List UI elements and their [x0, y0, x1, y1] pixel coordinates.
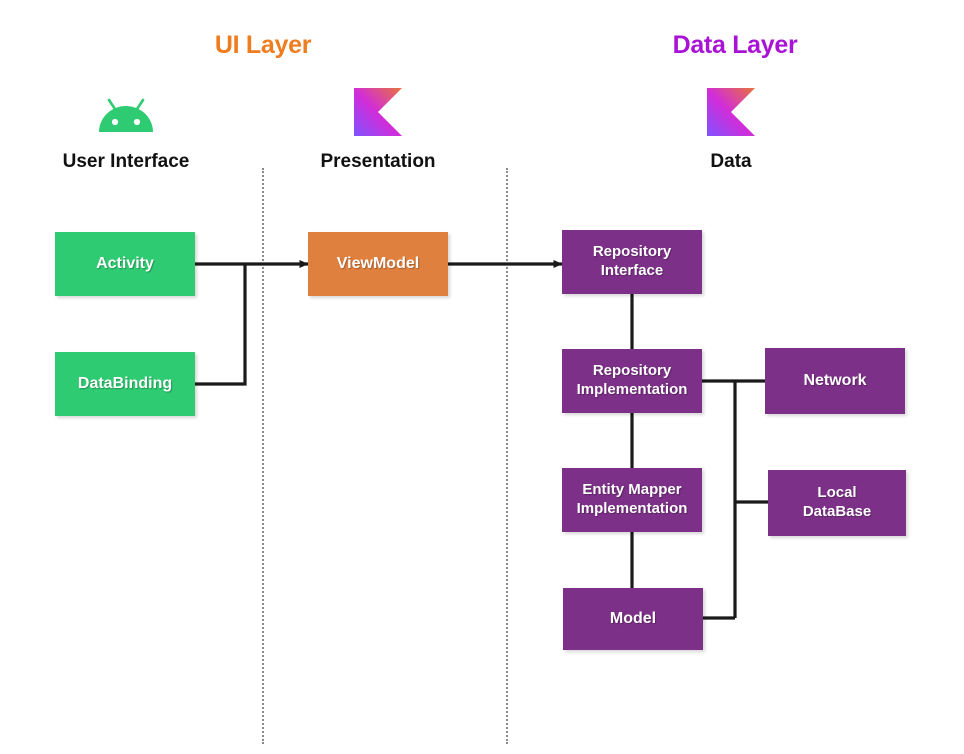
android-icon — [95, 92, 157, 134]
node-activity-label: Activity — [96, 255, 154, 272]
kotlin-icon — [707, 88, 755, 136]
column-label-data: Data — [710, 151, 752, 172]
node-model[interactable]: Model — [563, 588, 703, 650]
node-network-label: Network — [803, 372, 867, 389]
node-entity-mapper-implementation[interactable]: Entity Mapper Implementation — [562, 468, 702, 532]
node-entity-mapper-implementation-label: Entity Mapper Implementation — [576, 481, 688, 517]
divider-ui-presentation — [262, 168, 264, 744]
node-viewmodel-label: ViewModel — [336, 255, 420, 272]
node-model-label: Model — [609, 610, 657, 627]
column-label-presentation: Presentation — [320, 151, 436, 172]
node-local-database[interactable]: Local DataBase — [768, 470, 906, 536]
data-layer-heading: Data Layer — [672, 31, 798, 59]
ui-layer-heading: UI Layer — [214, 31, 312, 59]
kotlin-icon — [354, 88, 402, 136]
node-activity[interactable]: Activity — [55, 232, 195, 296]
node-databinding-label: DataBinding — [77, 375, 173, 392]
node-repository-interface-label: Repository Interface — [592, 243, 672, 279]
node-repository-implementation[interactable]: Repository Implementation — [562, 349, 702, 413]
node-repository-implementation-label: Repository Implementation — [576, 362, 688, 398]
node-network[interactable]: Network — [765, 348, 905, 414]
node-local-database-label: Local DataBase — [802, 484, 872, 520]
node-repository-interface[interactable]: Repository Interface — [562, 230, 702, 294]
node-viewmodel[interactable]: ViewModel — [308, 232, 448, 296]
column-label-user-interface: User Interface — [62, 151, 190, 172]
node-databinding[interactable]: DataBinding — [55, 352, 195, 416]
divider-presentation-data — [506, 168, 508, 744]
